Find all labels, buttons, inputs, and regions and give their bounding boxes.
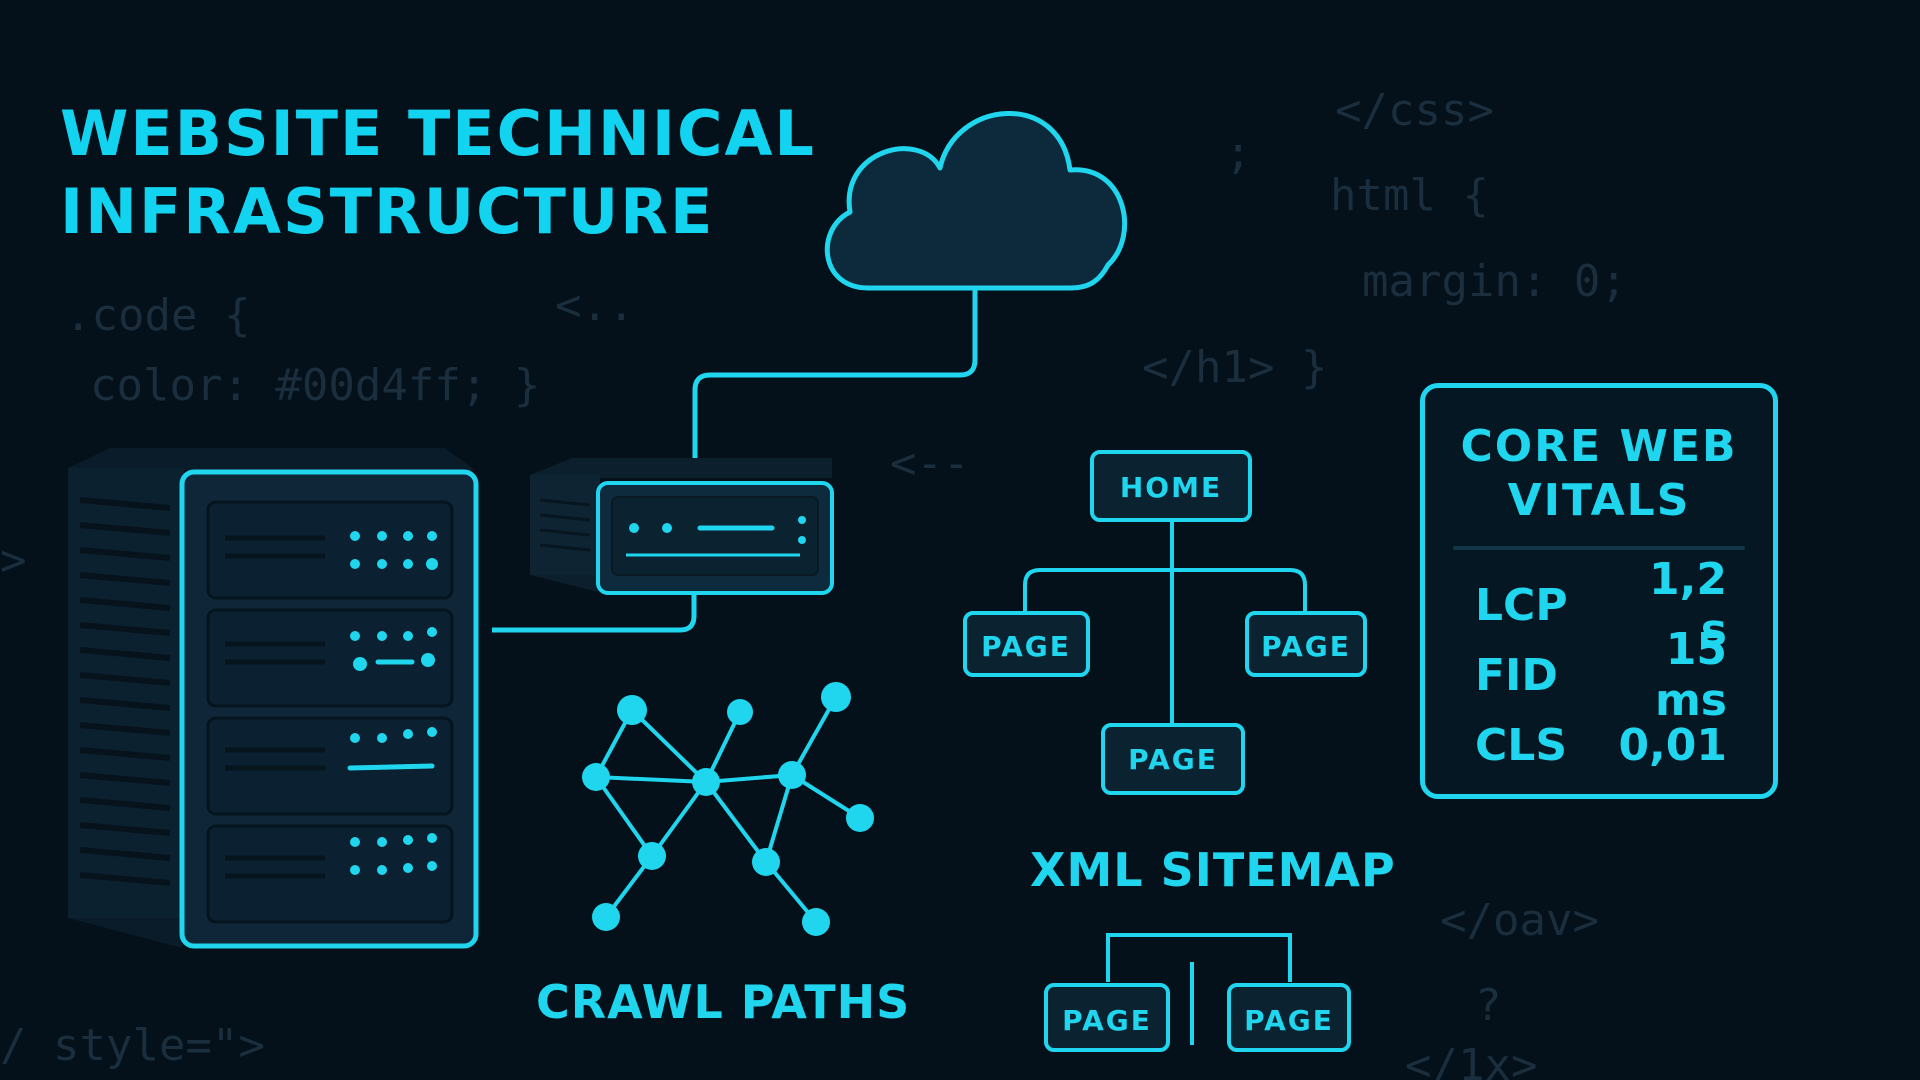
bg-code-1x: </1x> xyxy=(1405,1040,1537,1080)
sitemap-page-label: PAGE xyxy=(981,630,1071,663)
sitemap-home-node xyxy=(1090,450,1252,522)
bg-code-question: ? xyxy=(1475,980,1502,1031)
background-code: </css> ; html { margin: 0; </h1> } .code… xyxy=(0,85,1627,1080)
sitemap-page-node xyxy=(1245,611,1367,677)
sitemap-page-node xyxy=(1101,723,1245,795)
title-line-1: WEBSITE TECHNICAL xyxy=(60,97,816,170)
sitemap-page-label: PAGE xyxy=(1128,743,1218,776)
sitemap-page-node xyxy=(1227,983,1351,1052)
bg-code-style: / style="> xyxy=(0,1020,265,1071)
metric-name: CLS xyxy=(1475,719,1568,771)
network-connections xyxy=(492,288,978,633)
cwv-title-line-1: CORE WEB xyxy=(1460,421,1738,472)
cloud-icon xyxy=(824,111,1128,291)
core-web-vitals-panel: CORE WEB VITALS LCP 1,2 s FID 15 ms CLS … xyxy=(1420,383,1778,799)
sitemap-page-label: PAGE xyxy=(1244,1004,1334,1037)
crawl-paths-label: CRAWL PATHS xyxy=(536,975,911,1029)
bg-code-gt: > xyxy=(0,535,27,586)
bg-code-margin: margin: 0; xyxy=(1362,256,1627,307)
metric-value: 15 ms xyxy=(1654,624,1727,726)
metric-row-cls: CLS 0,01 xyxy=(1425,710,1773,780)
metric-value: 0,01 xyxy=(1618,719,1727,771)
cwv-title-line-2: VITALS xyxy=(1507,475,1691,526)
bg-code-color: color: #00d4ff; } xyxy=(90,360,540,411)
bg-code-html: html { xyxy=(1330,170,1489,221)
metric-value: 1,2 s xyxy=(1649,554,1727,656)
metric-row-fid: FID 15 ms xyxy=(1425,624,1773,726)
page-title: WEBSITE TECHNICAL INFRASTRUCTURE xyxy=(60,95,816,251)
bg-code-h1: </h1> } xyxy=(1142,342,1327,393)
bg-code-lt1: <.. xyxy=(555,280,634,331)
metric-row-lcp: LCP 1,2 s xyxy=(1425,554,1773,656)
sitemap-home-label: HOME xyxy=(1120,471,1222,504)
crawl-paths-graph xyxy=(582,682,874,936)
server-rack-icon xyxy=(68,448,479,949)
sitemap-tree: HOME PAGE PAGE PAGE PAGE PAGE xyxy=(963,450,1367,1052)
core-web-vitals-title: CORE WEB VITALS xyxy=(1425,420,1773,528)
router-box xyxy=(530,458,834,595)
cwv-divider xyxy=(1453,546,1745,550)
sitemap-page-node xyxy=(1044,983,1170,1052)
bg-code-semicolon: ; xyxy=(1225,128,1252,179)
sitemap-page-label: PAGE xyxy=(1261,630,1351,663)
sitemap-page-node xyxy=(963,611,1090,677)
bg-code-lt2: <-- xyxy=(890,438,969,489)
xml-sitemap-label: XML SITEMAP xyxy=(1030,843,1396,897)
bg-code-oav: </oav> xyxy=(1440,895,1599,946)
bg-code-css: </css> xyxy=(1335,85,1494,136)
title-line-2: INFRASTRUCTURE xyxy=(60,175,715,248)
server-units xyxy=(206,500,454,924)
metric-name: LCP xyxy=(1475,579,1568,631)
sitemap-page-label: PAGE xyxy=(1062,1004,1152,1037)
bg-code-class: .code { xyxy=(65,290,250,341)
metric-name: FID xyxy=(1475,649,1558,701)
